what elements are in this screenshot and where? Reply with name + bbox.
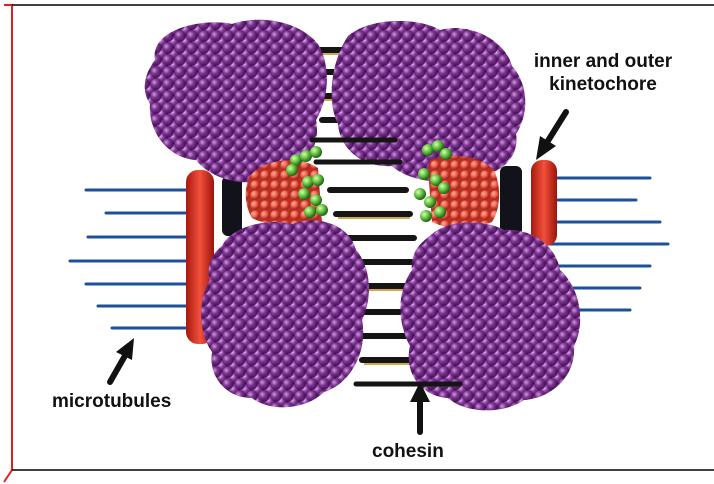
- label-kinetochore-line2: kinetochore: [528, 73, 678, 96]
- chromatin-lower-left: [201, 220, 369, 407]
- label-kinetochore: inner and outer kinetochore: [528, 50, 678, 96]
- arrow-microtubules: [110, 338, 134, 382]
- chromatin-upper-right: [332, 21, 526, 181]
- inner-kinetochore-right-core: [500, 166, 522, 236]
- label-kinetochore-line1: inner and outer: [528, 50, 678, 73]
- microtubules-left: [70, 190, 200, 328]
- inner-kinetochore-left-core: [222, 176, 242, 236]
- frame-edge: [4, 5, 12, 482]
- label-microtubules: microtubules: [52, 390, 171, 413]
- label-cohesin: cohesin: [372, 440, 444, 463]
- arrow-kinetochore: [536, 112, 566, 160]
- outer-kinetochore-right: [531, 160, 557, 246]
